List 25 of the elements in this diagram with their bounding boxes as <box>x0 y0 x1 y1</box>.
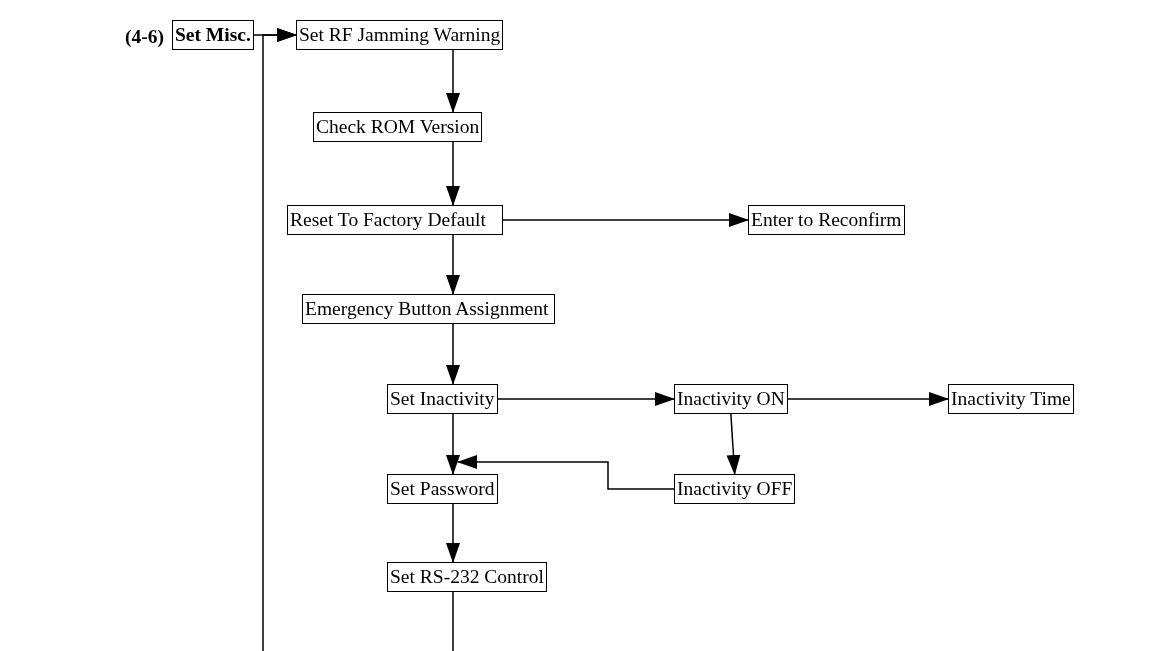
process-box: Reset To Factory Default <box>287 205 503 235</box>
process-box: Enter to Reconfirm <box>748 205 905 235</box>
arrow <box>457 455 675 490</box>
process-box: Inactivity OFF <box>674 474 796 504</box>
arrow <box>496 392 675 406</box>
process-box: Set Misc. <box>172 20 254 50</box>
process-box: Set Inactivity <box>387 384 498 414</box>
process-box: Set RS-232 Control <box>387 562 547 592</box>
arrow <box>446 234 460 295</box>
process-box: Set Password <box>387 474 498 504</box>
section-number: (4-6) <box>125 24 164 49</box>
process-box: Emergency Button Assignment <box>302 294 556 324</box>
arrow <box>787 392 949 406</box>
arrow <box>446 49 460 113</box>
arrow <box>446 413 460 475</box>
arrow <box>446 323 460 385</box>
process-box: Inactivity ON <box>674 384 788 414</box>
process-box: Inactivity Time <box>948 384 1074 414</box>
arrow <box>502 213 749 227</box>
process-box: Check ROM Version <box>313 112 483 142</box>
arrow <box>446 503 460 563</box>
arrow <box>726 413 741 475</box>
process-box: Set RF Jamming Warning <box>296 20 504 50</box>
arrow <box>446 141 460 206</box>
arrow <box>262 28 454 651</box>
